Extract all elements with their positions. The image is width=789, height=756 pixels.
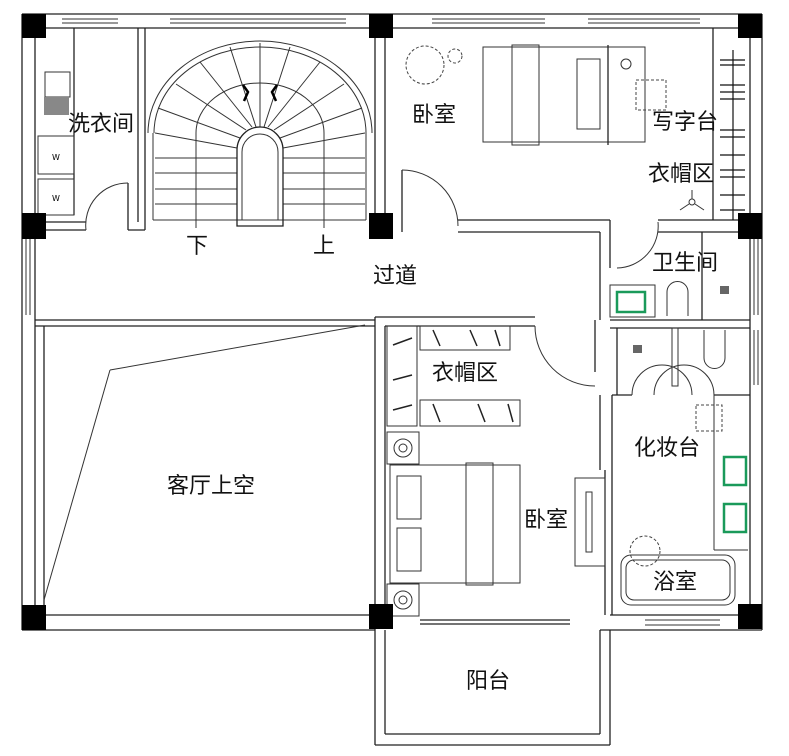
label-desk: 写字台 <box>652 110 718 135</box>
label-wardrobe-south: 衣帽区 <box>432 361 498 386</box>
label-laundry: 洗衣间 <box>68 112 134 137</box>
label-vanity: 化妆台 <box>634 436 700 461</box>
laundry-fixtures: W W <box>37 71 75 216</box>
doors <box>85 169 715 396</box>
room-labels: 洗衣间 下 上 卧室 写字台 衣帽区 卫生间 过道 衣帽区 化妆台 客厅上空 卧… <box>68 103 718 694</box>
bath-fixtures <box>620 404 748 606</box>
label-toilet: 卫生间 <box>652 251 718 276</box>
label-living-void: 客厅上空 <box>167 474 255 499</box>
fan-icon <box>679 190 705 211</box>
walls <box>21 13 763 746</box>
label-stairs-up: 上 <box>313 234 335 259</box>
washer-mark: W <box>52 153 60 162</box>
label-bedroom-south: 卧室 <box>524 508 568 533</box>
label-stairs-down: 下 <box>186 234 208 259</box>
stair-arrow-icon <box>241 84 250 102</box>
label-corridor: 过道 <box>373 264 417 289</box>
sink-icon <box>722 455 748 487</box>
toilet-fixtures <box>609 281 729 369</box>
washer-mark: W <box>52 194 60 203</box>
label-wardrobe-north: 衣帽区 <box>648 162 714 187</box>
bedroom-south-furniture <box>386 325 606 617</box>
sink-icon <box>615 290 647 314</box>
sink-icon <box>722 502 748 534</box>
label-bathroom: 浴室 <box>653 570 697 595</box>
bedroom-north-furniture <box>405 44 745 220</box>
label-bedroom-north: 卧室 <box>412 103 456 128</box>
label-balcony: 阳台 <box>466 669 510 694</box>
spiral-staircase <box>147 40 373 228</box>
structural-columns <box>22 14 762 630</box>
stair-arrow-icon <box>270 84 279 102</box>
